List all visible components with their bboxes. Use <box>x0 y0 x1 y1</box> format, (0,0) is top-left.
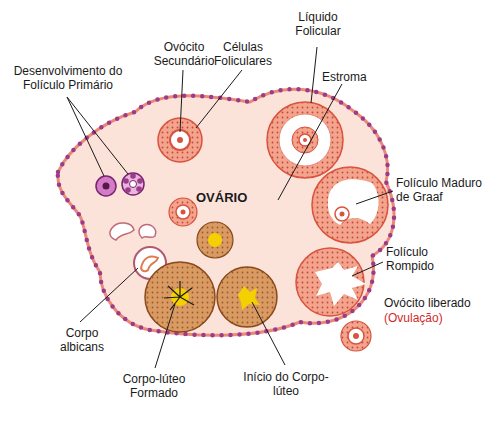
part-label: Corpo-lúteo Formado <box>108 372 200 400</box>
part-label: Estroma <box>322 70 382 84</box>
part-label: Ovócito Secundário <box>150 40 218 68</box>
part-label: Líquido Folicular <box>280 10 356 38</box>
part-label: (Ovulação) <box>384 311 496 325</box>
part-label: Folículo Maduro de Graaf <box>396 176 496 204</box>
part-label: Desenvolvimento do Folículo Primário <box>6 64 130 92</box>
part-label: Ovócito liberado <box>384 296 496 310</box>
part-label: Folículo Rompido <box>386 245 476 273</box>
part-label: Início do Corpo-lúteo <box>238 370 334 398</box>
organ-title: OVÁRIO <box>196 191 276 205</box>
part-label: Células Foliculares <box>210 40 276 68</box>
part-label: Corpo albicans <box>44 326 120 354</box>
